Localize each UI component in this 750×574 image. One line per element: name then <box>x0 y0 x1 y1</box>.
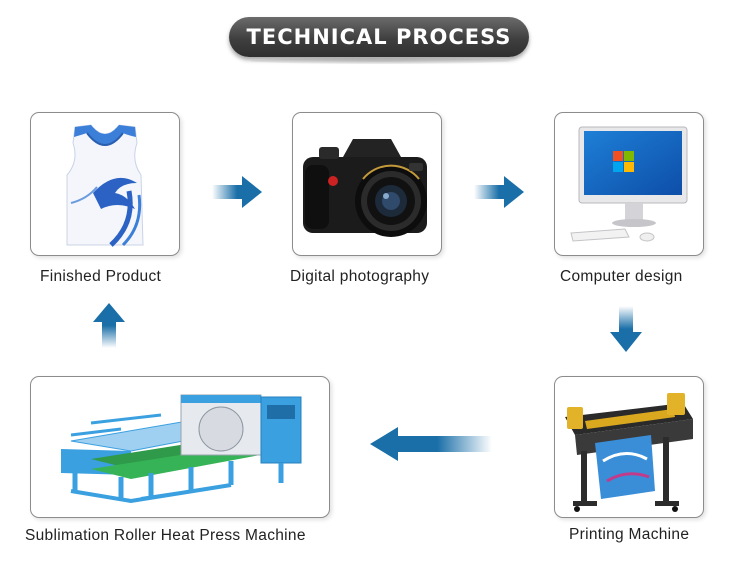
large-format-printer-icon <box>565 393 693 512</box>
step-card-printing-machine <box>554 376 704 518</box>
step-card-computer-design <box>554 112 704 256</box>
sleeveless-jersey-icon <box>66 124 144 247</box>
right-arrow-icon <box>212 176 262 208</box>
step-label-finished-product: Finished Product <box>40 268 162 285</box>
left-arrow-icon <box>370 427 492 461</box>
roller-heat-press-icon <box>61 394 302 504</box>
title-shadow <box>250 58 510 64</box>
title-banner: TECHNICAL PROCESS <box>229 17 529 57</box>
step-label-digital-photography: Digital photography <box>290 268 430 285</box>
step-card-finished-product <box>30 112 180 256</box>
step-label-printing-machine: Printing Machine <box>569 526 690 543</box>
down-arrow-icon <box>610 306 642 352</box>
step-label-roller-heat-press: Sublimation Roller Heat Press Machine <box>25 527 306 544</box>
dslr-camera-icon <box>303 139 427 237</box>
diagram-title: TECHNICAL PROCESS <box>246 25 512 49</box>
right-arrow-icon <box>474 176 524 208</box>
step-card-roller-heat-press <box>30 376 330 518</box>
desktop-computer-icon <box>570 126 688 242</box>
step-card-digital-photography <box>292 112 442 256</box>
up-arrow-icon <box>93 303 125 348</box>
step-label-computer-design: Computer design <box>560 268 683 285</box>
